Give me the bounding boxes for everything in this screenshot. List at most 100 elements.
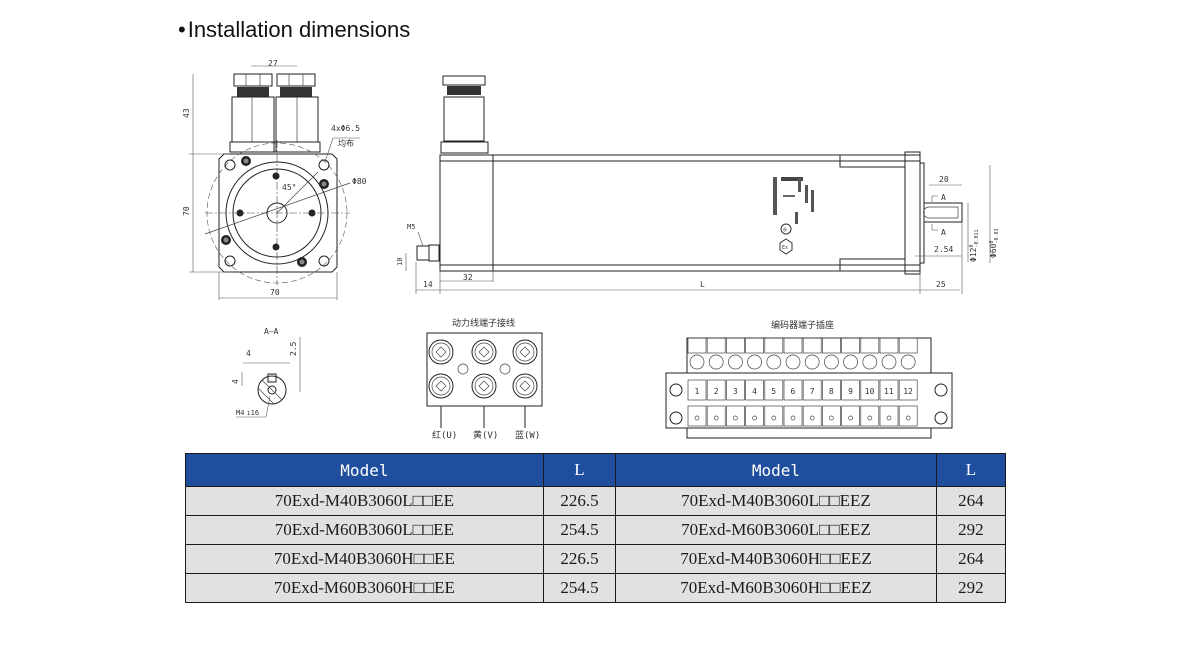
table-header-row: Model L Model L	[185, 453, 1007, 487]
terminal-screw-icon	[471, 373, 497, 399]
nameplate-marks: ® Ex	[773, 177, 814, 255]
table-row: 70Exd-M60B3060L□□EE 254.5 70Exd-M60B3060…	[185, 515, 1007, 545]
encoder-pin-number: 6	[791, 387, 796, 396]
terminal-screw-icon	[428, 373, 454, 399]
encoder-pin: 12	[898, 337, 918, 427]
terminal-screw-icon	[428, 339, 454, 365]
encoder-pin: 2	[706, 337, 726, 427]
section-mark-a-bottom: A	[941, 228, 946, 237]
encoder-pin: 10	[860, 337, 880, 427]
cell-model-b: 70Exd-M40B3060L□□EEZ	[615, 486, 937, 516]
encoder-pin: 8	[822, 337, 841, 427]
encoder-pin-number: 7	[810, 387, 815, 396]
power-terminal-title: 动力线端子接线	[452, 317, 515, 329]
section-view: A—A 4 4 2.5 M4↧16	[231, 327, 301, 418]
section-mark-a-top: A	[941, 193, 946, 202]
encoder-pin-number: 11	[884, 387, 894, 396]
power-label-v: 黄(V)	[473, 429, 498, 441]
shaft-dia: Φ120-0.011	[969, 229, 980, 262]
encoder-pin: 4	[745, 337, 764, 427]
encoder-pin-number: 5	[771, 387, 776, 396]
header-length-a: L	[542, 453, 617, 487]
encoder-pin-number: 10	[865, 387, 875, 396]
section-title: •Installation dimensions	[178, 17, 410, 43]
hole-callout: 4xΦ6.5	[331, 124, 360, 133]
encoder-pin-number: 4	[752, 387, 757, 396]
dim-2-5: 2.5	[289, 341, 298, 356]
dim-70-horizontal: 70	[270, 288, 280, 297]
thread-m4: M4↧16	[236, 409, 259, 417]
cable-gland-right	[273, 73, 321, 153]
angle-label: 45°	[282, 183, 296, 192]
cell-length-a: 254.5	[542, 515, 617, 545]
cell-model-a: 70Exd-M60B3060L□□EE	[185, 515, 544, 545]
table-row: 70Exd-M60B3060H□□EE 254.5 70Exd-M60B3060…	[185, 573, 1007, 603]
spigot-dia: Φ600-0.03	[989, 228, 1000, 258]
cell-model-a: 70Exd-M60B3060H□□EE	[185, 573, 544, 603]
pcd-label: Φ80	[352, 177, 367, 186]
encoder-pin: 9	[841, 337, 860, 427]
cell-length-a: 254.5	[542, 573, 617, 603]
side-view: ® Ex M5 10 14 32 L 25 20 A A 2.54 Φ120-0…	[396, 75, 1000, 294]
header-length-b: L	[935, 453, 1007, 487]
cell-model-b: 70Exd-M40B3060H□□EEZ	[615, 544, 937, 574]
header-model-a: Model	[185, 453, 544, 487]
dim-4-vertical: 4	[231, 379, 240, 384]
terminal-screw-icon	[512, 339, 538, 365]
thread-m5: M5	[407, 223, 415, 231]
dim-25: 25	[936, 280, 946, 289]
cell-model-a: 70Exd-M40B3060L□□EE	[185, 486, 544, 516]
encoder-pin-number: 8	[829, 387, 834, 396]
power-label-u: 红(U)	[432, 429, 457, 441]
ex-mark: Ex	[782, 245, 788, 251]
encoder-pin: 11	[879, 337, 899, 427]
encoder-pin-number: 9	[848, 387, 853, 396]
cell-length-a: 226.5	[542, 544, 617, 574]
cell-model-b: 70Exd-M60B3060L□□EEZ	[615, 515, 937, 545]
dim-4-horizontal: 4	[246, 349, 251, 358]
flange-outline	[218, 153, 338, 273]
terminal-screw-icon	[512, 373, 538, 399]
bullet: •	[178, 17, 186, 42]
table-row: 70Exd-M40B3060H□□EE 226.5 70Exd-M40B3060…	[185, 544, 1007, 574]
encoder-pin: 1	[687, 337, 707, 427]
cell-model-a: 70Exd-M40B3060H□□EE	[185, 544, 544, 574]
terminal-screw-icon	[471, 339, 497, 365]
power-label-w: 蓝(W)	[515, 429, 540, 441]
hole-note: 均布	[338, 138, 354, 148]
dim-2-54: 2.54	[934, 245, 953, 254]
svg-text:®: ®	[783, 227, 787, 234]
table-row: 70Exd-M40B3060L□□EE 226.5 70Exd-M40B3060…	[185, 486, 1007, 516]
power-terminal: 动力线端子接线 红(U) 黄(V) 蓝(W)	[426, 317, 543, 441]
encoder-pin: 6	[783, 337, 803, 427]
encoder-pin-number: 2	[714, 387, 719, 396]
encoder-pin-number: 12	[903, 387, 913, 396]
dim-L: L	[700, 280, 705, 289]
dim-32: 32	[463, 273, 473, 282]
dim-20: 20	[939, 175, 949, 184]
installation-drawing: 27 43 70 70 4xΦ6.5 均布 Φ80 45°	[182, 59, 1000, 441]
dim-27: 27	[268, 59, 278, 68]
dim-10: 10	[396, 258, 404, 266]
cell-length-b: 264	[935, 544, 1007, 574]
front-view: 27 43 70 70 4xΦ6.5 均布 Φ80 45°	[182, 59, 367, 300]
encoder-pin: 7	[802, 337, 822, 427]
section-title: A—A	[264, 327, 279, 336]
header-model-b: Model	[615, 453, 937, 487]
cell-length-a: 226.5	[542, 486, 617, 516]
model-length-table: Model L Model L 70Exd-M40B3060L□□EE 226.…	[185, 453, 1007, 603]
encoder-pin-number: 1	[695, 387, 700, 396]
cable-gland-left	[229, 73, 277, 153]
dim-43: 43	[182, 108, 191, 118]
section-title-text: Installation dimensions	[187, 17, 411, 42]
encoder-pin: 3	[726, 337, 745, 427]
encoder-pin: 5	[764, 337, 784, 427]
dim-70-vertical: 70	[182, 206, 191, 216]
dim-14: 14	[423, 280, 433, 289]
cell-length-b: 292	[935, 573, 1007, 603]
cell-length-b: 292	[935, 515, 1007, 545]
encoder-pin-number: 3	[733, 387, 738, 396]
encoder-terminal-title: 编码器端子插座	[771, 319, 834, 331]
cell-length-b: 264	[935, 486, 1007, 516]
